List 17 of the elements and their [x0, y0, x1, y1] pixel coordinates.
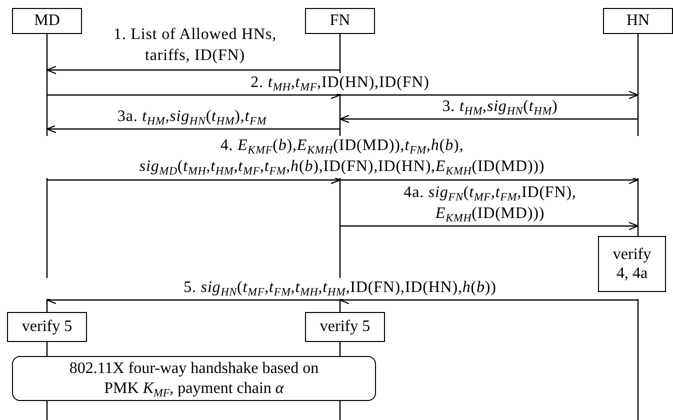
node-text: HN — [626, 11, 650, 31]
action-box — [305, 312, 385, 342]
node-text: 802.11X four-way handshake based on PMK K$_{MF}$, payment chain α — [68, 359, 320, 398]
node-text: verify 5 — [320, 317, 370, 337]
node-text: FN — [330, 11, 350, 31]
node-text: verify 5 — [22, 317, 72, 337]
message-arrow — [46, 124, 340, 134]
message-arrow — [340, 176, 639, 184]
message-arrow — [340, 222, 639, 230]
message-arrow — [339, 114, 638, 124]
message-arrow — [46, 66, 340, 74]
action-box — [7, 312, 87, 342]
process-box — [12, 356, 376, 401]
action-box — [598, 236, 666, 292]
message-arrow — [47, 176, 341, 184]
node-text: MD — [34, 11, 60, 31]
message-arrow — [340, 90, 639, 100]
